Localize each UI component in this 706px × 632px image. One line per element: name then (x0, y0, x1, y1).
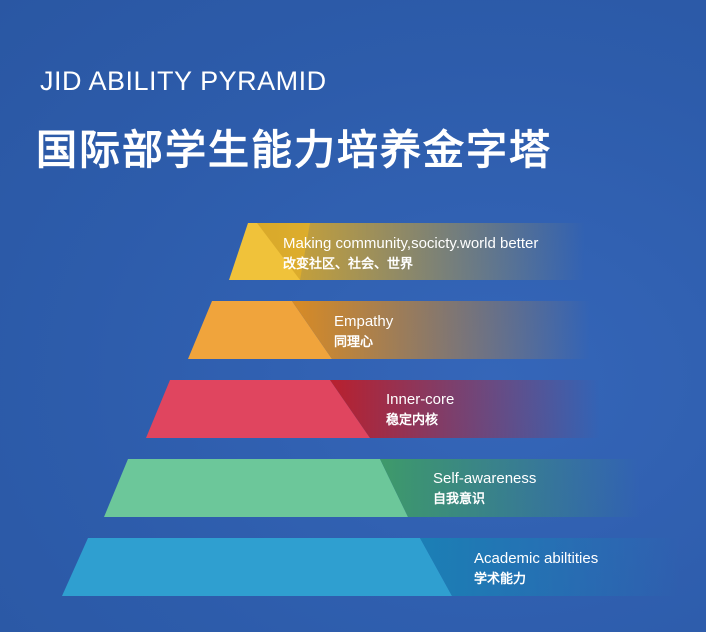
tier-empathy-label-en: Empathy (334, 313, 394, 330)
tier-academic-fade-band (420, 538, 680, 596)
tier-self-awareness-left-block (104, 459, 408, 517)
tier-inner-core-fade-band (330, 380, 600, 438)
tier-inner-core-label-en: Inner-core (386, 391, 454, 408)
tier-empathy-fade-band (292, 301, 590, 359)
title-chinese: 国际部学生能力培养金字塔 (36, 126, 552, 174)
tier-academic: Academic abiltities 学术能力 (62, 538, 680, 596)
tier-community-fade-band (257, 223, 585, 280)
tier-community: Making community,socicty.world better 改变… (229, 223, 585, 280)
tier-inner-core-label-zh: 稳定内核 (386, 412, 438, 428)
tier-community-label-en: Making community,socicty.world better (283, 235, 538, 252)
tier-empathy: Empathy 同理心 (188, 301, 590, 359)
tier-self-awareness-label-zh: 自我意识 (433, 491, 485, 507)
tier-academic-label-zh: 学术能力 (474, 571, 526, 587)
tier-inner-core-left-block (146, 380, 370, 438)
tier-inner-core: Inner-core 稳定内核 (146, 380, 600, 438)
tier-academic-left-block (62, 538, 452, 596)
tier-self-awareness-fade-band (380, 459, 640, 517)
tier-empathy-label-zh: 同理心 (334, 335, 373, 350)
tier-community-label-zh: 改变社区、社会、世界 (283, 256, 413, 272)
title-english: JID ABILITY PYRAMID (40, 66, 327, 96)
tier-empathy-left-block (188, 301, 332, 359)
tier-academic-label-en: Academic abiltities (474, 550, 598, 567)
tier-self-awareness-label-en: Self-awareness (433, 470, 536, 487)
tier-self-awareness: Self-awareness 自我意识 (104, 459, 640, 517)
